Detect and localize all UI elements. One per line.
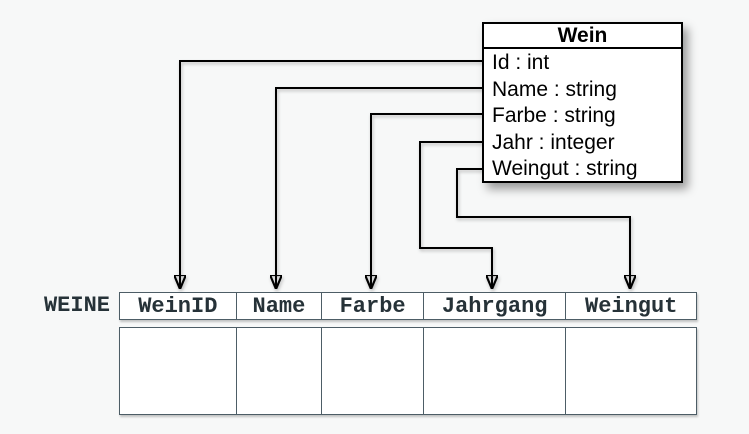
arrow-weingut-to-weingut xyxy=(456,168,630,288)
column-header-jahrgang: Jahrgang xyxy=(423,293,567,319)
class-attribute-list: Id : int Name : string Farbe : string Ja… xyxy=(484,49,681,183)
class-attribute-name: Name : string xyxy=(492,77,617,101)
table-name-label: WEINE xyxy=(43,293,110,318)
table-cell-farbe xyxy=(322,328,424,414)
arrow-id-to-weinid xyxy=(180,60,483,288)
table-cell-name xyxy=(236,328,323,414)
arrow-name-to-name xyxy=(276,87,483,288)
arrow-jahr-to-jahrgang xyxy=(419,141,492,288)
class-attribute-weingut: Weingut : string xyxy=(492,157,638,180)
table-header-row: WeinID Name Farbe Jahrgang Weingut xyxy=(119,292,697,320)
table-cell-jahrgang xyxy=(423,328,567,414)
column-header-weingut: Weingut xyxy=(566,293,696,319)
column-header-weinid: WeinID xyxy=(120,293,237,319)
table-cell-weingut xyxy=(566,328,696,414)
class-attribute-farbe: Farbe : string xyxy=(492,104,616,127)
uml-class-wein: Wein Id : int Name : string Farbe : stri… xyxy=(482,22,683,183)
column-header-farbe: Farbe xyxy=(322,293,424,319)
class-attribute-jahr: Jahr : integer xyxy=(492,130,615,154)
table-body-row xyxy=(119,327,697,415)
table-cell-weinid xyxy=(120,328,237,414)
arrow-farbe-to-farbe xyxy=(371,113,483,288)
class-attribute-id: Id : int xyxy=(492,51,550,74)
column-header-name: Name xyxy=(236,293,323,319)
class-title: Wein xyxy=(484,24,681,49)
